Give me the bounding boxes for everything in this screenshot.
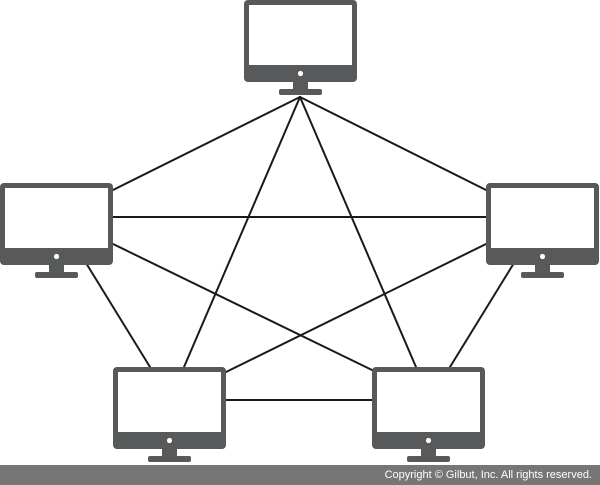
- monitor-bottom-left: [113, 367, 226, 462]
- link-left-to-bottom-right: [112, 243, 373, 371]
- monitor-bottom-right: [372, 367, 485, 462]
- monitor-neck: [535, 265, 550, 273]
- monitor-stand: [148, 456, 191, 462]
- link-top-to-bottom-left: [183, 96, 301, 368]
- link-left-to-bottom-left: [85, 262, 151, 368]
- footer-bar: Copyright © Gilbut, Inc. All rights rese…: [0, 465, 600, 485]
- monitor-top: [244, 0, 357, 95]
- links-layer: [85, 96, 515, 401]
- monitor-neck: [162, 449, 177, 457]
- monitor-stand: [407, 456, 450, 462]
- monitor-neck: [421, 449, 436, 457]
- monitor-neck: [49, 265, 64, 273]
- power-dot: [425, 437, 432, 444]
- monitor-left: [0, 183, 113, 278]
- copyright-text: Copyright © Gilbut, Inc. All rights rese…: [384, 469, 592, 481]
- monitor-screen: [491, 188, 594, 248]
- power-dot: [166, 437, 173, 444]
- monitor-screen: [5, 188, 108, 248]
- link-top-to-bottom-right: [299, 96, 417, 368]
- monitor-neck: [293, 82, 308, 90]
- monitor-stand: [35, 272, 78, 278]
- network-diagram-canvas: [0, 0, 599, 462]
- monitor-stand: [521, 272, 564, 278]
- link-top-to-right: [299, 96, 487, 191]
- monitor-screen: [249, 5, 352, 65]
- link-right-to-bottom-right: [449, 262, 515, 368]
- power-dot: [297, 70, 304, 77]
- power-dot: [539, 253, 546, 260]
- link-right-to-bottom-left: [225, 243, 487, 373]
- nodes-layer: [0, 0, 599, 462]
- monitor-right: [486, 183, 599, 278]
- monitor-screen: [377, 372, 480, 432]
- power-dot: [53, 253, 60, 260]
- monitor-screen: [118, 372, 221, 432]
- link-top-to-left: [112, 96, 301, 191]
- monitor-stand: [279, 89, 322, 95]
